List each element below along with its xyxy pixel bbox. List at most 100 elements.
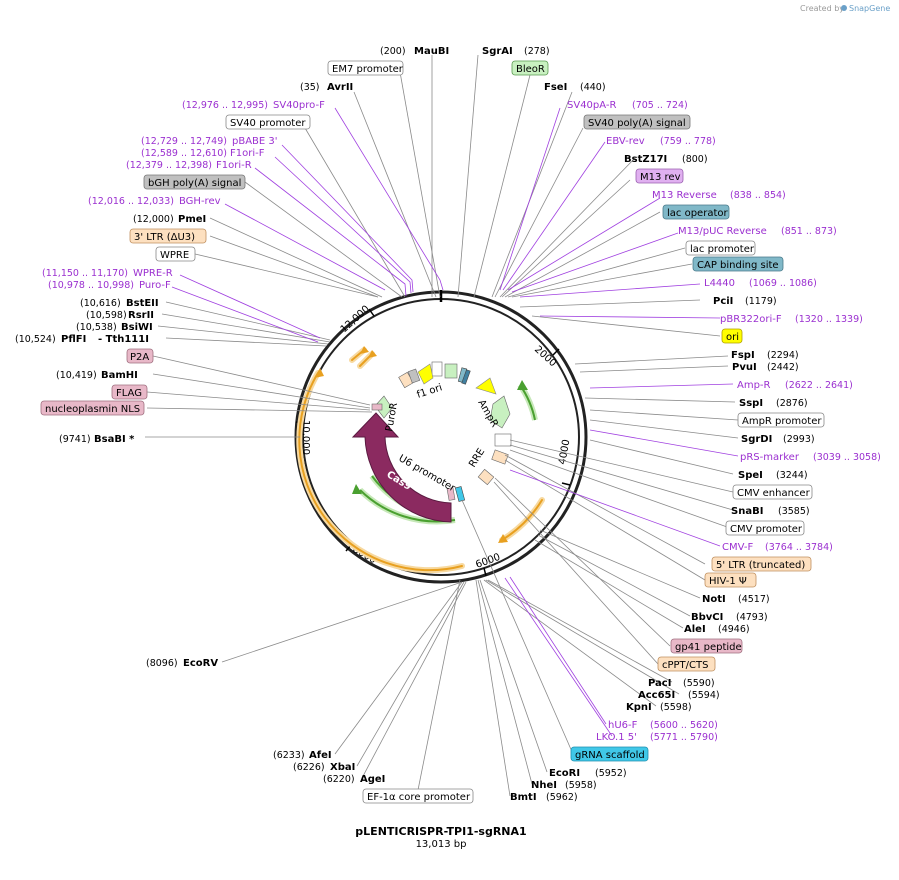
sspI-label[interactable]: SspI — [739, 398, 763, 409]
bsteII-pos: (10,616) — [80, 298, 121, 309]
pmeI-label[interactable]: PmeI — [178, 214, 206, 225]
bstz17i-label[interactable]: BstZ17I — [624, 154, 667, 165]
bsteII-label[interactable]: BstEII — [126, 298, 159, 309]
afeI-label[interactable]: AfeI — [309, 750, 332, 761]
avrII-pos: (35) — [300, 82, 320, 93]
cap-box[interactable] — [692, 256, 784, 272]
gp41-box[interactable] — [670, 638, 743, 654]
f1ori-f-label[interactable]: F1ori-F — [230, 148, 265, 159]
sv40pa-r-label[interactable]: SV40pA-R — [567, 100, 616, 111]
prs-label[interactable]: pRS-marker — [740, 452, 800, 463]
grna-box[interactable] — [570, 746, 649, 762]
cas9-feature — [351, 412, 452, 523]
m13reverse-label[interactable]: M13 Reverse — [652, 190, 717, 201]
grna-label: gRNA scaffold — [575, 750, 645, 761]
cmv-f-label[interactable]: CMV-F — [722, 542, 753, 553]
bbvCI-label[interactable]: BbvCI — [691, 612, 723, 623]
puro-f-label[interactable]: Puro-F — [139, 280, 171, 291]
wpre-box[interactable] — [155, 246, 196, 262]
amp-r-label[interactable]: Amp-R — [737, 380, 771, 391]
m13puc-label[interactable]: M13/pUC Reverse — [678, 226, 767, 237]
credit-brand: SnapGene — [849, 4, 890, 13]
afeI-pos: (6233) — [273, 750, 305, 761]
ltr3-label: 3' LTR (ΔU3) — [134, 232, 195, 243]
bleo-feature — [444, 363, 458, 379]
bgh-rev-range: (12,016 .. 12,033) — [88, 196, 174, 207]
rsrII-label[interactable]: RsrII — [128, 310, 154, 321]
bgh-polyA-box[interactable] — [143, 174, 246, 190]
wpre-r-label[interactable]: WPRE-R — [133, 268, 173, 279]
avrII-label[interactable]: AvrII — [327, 82, 353, 93]
ecoRI-label[interactable]: EcoRI — [549, 768, 580, 779]
notI-label[interactable]: NotI — [702, 594, 726, 605]
pacI-label[interactable]: PacI — [648, 678, 671, 689]
nheI-label[interactable]: NheI — [531, 780, 557, 791]
hu6-label[interactable]: hU6-F — [608, 720, 638, 731]
ageI-pos: (6220) — [323, 774, 355, 785]
sv40-polyA-box[interactable] — [583, 114, 691, 130]
bgh-rev-label[interactable]: BGH-rev — [179, 196, 221, 207]
em7-promoter-box[interactable] — [327, 60, 404, 76]
cmv-promoter-box[interactable] — [725, 520, 805, 536]
lac-operator-box[interactable] — [662, 204, 730, 220]
xbaI-label[interactable]: XbaI — [330, 762, 355, 773]
m13rev-box[interactable] — [635, 168, 684, 184]
sv40pro-label[interactable]: SV40pro-F — [273, 100, 325, 111]
snaBI-label[interactable]: SnaBI — [731, 506, 763, 517]
wpre-r-range: (11,150 .. 11,170) — [42, 268, 128, 279]
speI-label[interactable]: SpeI — [738, 470, 763, 481]
l4440-label[interactable]: L4440 — [704, 278, 735, 289]
green-arrow-icon — [352, 484, 362, 494]
mauBI-label[interactable]: MauBI — [414, 46, 449, 57]
credit-prefix: Created by — [800, 4, 844, 13]
bsaBI-label[interactable]: BsaBI * — [94, 434, 135, 445]
f1ori-r-range: (12,379 .. 12,398) — [126, 160, 212, 171]
ltr3-box[interactable] — [129, 228, 207, 244]
bsiWI-label[interactable]: BsiWI — [121, 322, 153, 333]
bleoR-box[interactable] — [511, 60, 549, 76]
ageI-label[interactable]: AgeI — [360, 774, 385, 785]
pflFI-label[interactable]: PflFI — [61, 334, 86, 345]
pvuI-label[interactable]: PvuI — [732, 362, 757, 373]
lac-promoter-box[interactable] — [685, 240, 756, 256]
bamHI-label[interactable]: BamHI — [101, 370, 138, 381]
inner-label-rre: RRE — [467, 447, 487, 470]
hiv-box[interactable] — [704, 572, 757, 588]
pbr322-label[interactable]: pBR322ori-F — [720, 314, 782, 325]
fspI-label[interactable]: FspI — [731, 350, 755, 361]
pbabe-label[interactable]: pBABE 3' — [232, 136, 278, 147]
lko-label[interactable]: LKO.1 5' — [596, 732, 637, 743]
fseI-label[interactable]: FseI — [544, 82, 567, 93]
bleoR-label: BleoR — [516, 64, 545, 75]
ecoRV-label[interactable]: EcoRV — [183, 658, 218, 669]
gp41-feature — [446, 487, 456, 501]
map-size: 13,013 bp — [416, 839, 467, 850]
pmeI-pos: (12,000) — [133, 214, 174, 225]
acc65I-label[interactable]: Acc65I — [638, 690, 675, 701]
bmtI-label[interactable]: BmtI — [510, 792, 537, 803]
ebv-range: (759 .. 778) — [660, 136, 716, 147]
sv40-promoter-box[interactable] — [225, 114, 311, 130]
ori-feature — [417, 363, 434, 385]
ltr5-box[interactable] — [711, 556, 812, 572]
cppt-box[interactable] — [657, 656, 716, 672]
kpnI-label[interactable]: KpnI — [626, 702, 652, 713]
ebv-label[interactable]: EBV-rev — [606, 136, 645, 147]
sgrAI-label[interactable]: SgrAI — [482, 46, 513, 57]
bbvCI-pos: (4793) — [736, 612, 768, 623]
cmv-enhancer-box[interactable] — [732, 484, 813, 500]
nls-box[interactable] — [40, 400, 145, 416]
f1ori-r-label[interactable]: F1ori-R — [216, 160, 252, 171]
aleI-label[interactable]: AleI — [684, 624, 706, 635]
flag-box[interactable] — [111, 384, 148, 400]
p2a-box[interactable] — [126, 348, 154, 364]
ampr-promoter-box[interactable] — [737, 412, 825, 428]
pciI-label[interactable]: PciI — [713, 296, 733, 307]
ampr-promoter-label: AmpR promoter — [742, 416, 822, 427]
ori-box[interactable] — [721, 328, 743, 344]
tth111I-label[interactable]: - Tth111I — [98, 334, 149, 345]
inner-label-puror: PuroR — [384, 402, 400, 433]
ef1a-box[interactable] — [362, 788, 474, 804]
bsaBI-pos: (9741) — [59, 434, 91, 445]
sgrDI-label[interactable]: SgrDI — [741, 434, 772, 445]
